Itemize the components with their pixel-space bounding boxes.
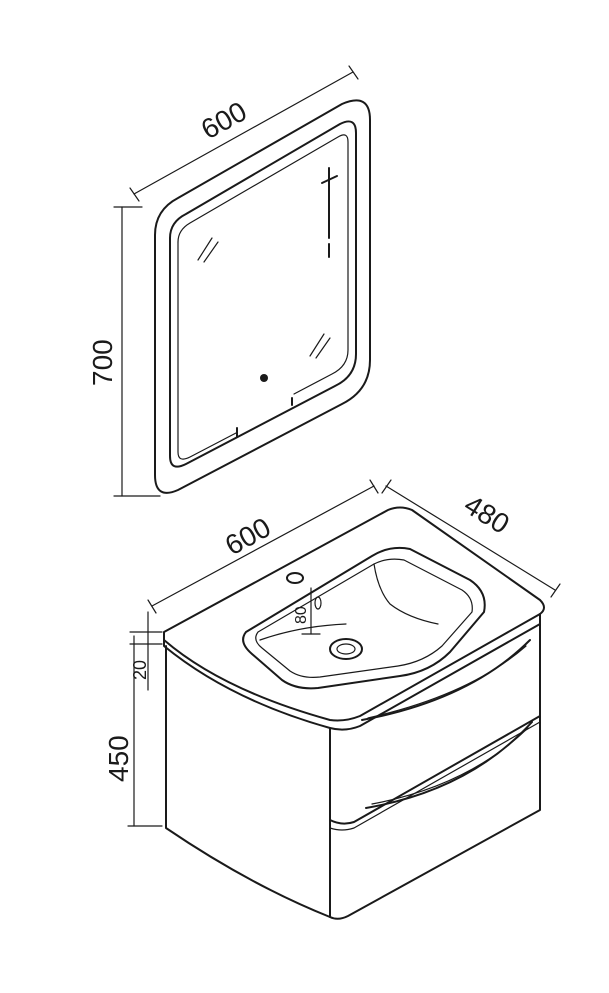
faucet-offset-label: 80 [293, 606, 310, 624]
vanity-cabinet [163, 506, 545, 920]
top-drawer-handle [361, 639, 531, 721]
countertop-top-edge [163, 506, 545, 722]
basin-drain-icon [329, 638, 363, 660]
mirror-reflection-3 [309, 333, 325, 357]
cabinet-left-side [165, 645, 331, 918]
mirror-reflection-4 [315, 337, 331, 359]
countertop-front-edge [163, 613, 541, 731]
drawer-separation [329, 705, 541, 825]
mirror-vertical-mark-tick [321, 175, 338, 184]
basin-inner-depth [259, 563, 439, 641]
cabinet-front-corner [329, 623, 541, 920]
basin-inner-bowl [255, 558, 473, 678]
mirror-reflection-1 [197, 237, 213, 261]
mirror-led-strip [177, 134, 349, 395]
mirror-height-label: 700 [87, 339, 118, 386]
bottom-drawer-handle-inner [371, 727, 529, 805]
cabinet-depth-label: 480 [459, 489, 515, 540]
basin-drain-inner [336, 643, 356, 655]
top-drawer-handle-inner [367, 645, 527, 719]
countertop-thickness-label: 20 [130, 660, 150, 680]
countertop-thickness-dimension: 20 [129, 611, 163, 691]
bottom-drawer-handle [365, 721, 533, 809]
cabinet-depth-dimension: 480 [381, 479, 561, 598]
mirror-inner-glass [169, 120, 357, 468]
mirror-led-strip-bottom [177, 241, 237, 460]
mirror-touch-sensor-icon [260, 374, 268, 382]
faucet-hole-icon [286, 572, 304, 584]
cabinet-width-label: 600 [220, 511, 276, 561]
mirror-reflection-2 [203, 241, 219, 263]
faucet-offset-dimension: 80 [293, 587, 321, 635]
cabinet-height-dimension: 450 [103, 635, 163, 827]
mirror-height-dimension: 700 [87, 206, 161, 497]
cabinet-height-label: 450 [103, 735, 134, 782]
cabinet-width-dimension: 600 [147, 479, 379, 614]
mirror-outer-frame [154, 99, 371, 494]
mirror-width-label: 600 [196, 95, 252, 145]
mirror [154, 99, 371, 494]
basin-outer-rim [242, 546, 486, 690]
overflow-hole-icon [314, 596, 322, 610]
drawer-separation-inner [329, 721, 541, 831]
